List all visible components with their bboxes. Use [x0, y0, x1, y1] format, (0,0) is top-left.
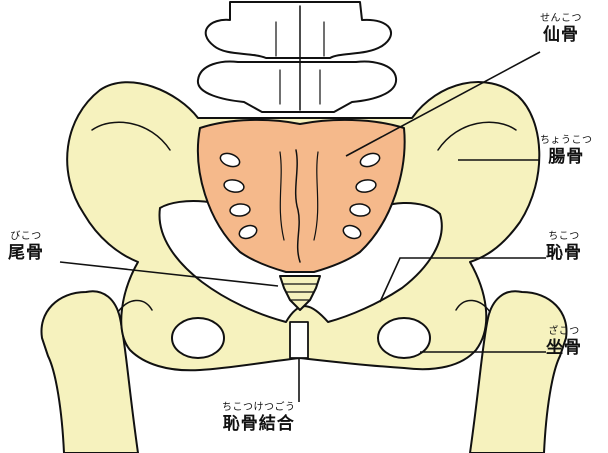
- ilium-reading: ちょうこつ: [540, 136, 593, 146]
- label-ischium: ざこつ 坐骨: [546, 327, 582, 357]
- label-sacrum: せんこつ 仙骨: [540, 14, 582, 44]
- ilium-name: 腸骨: [540, 149, 593, 166]
- ischium-reading: ざこつ: [546, 327, 582, 337]
- label-pubic-symphysis: ちこつけつごう 恥骨結合: [222, 403, 296, 433]
- left-obturator-foramen: [172, 318, 224, 358]
- pubis-name: 恥骨: [546, 245, 582, 262]
- symphysis-reading: ちこつけつごう: [222, 403, 296, 413]
- pubic-symphysis: [290, 322, 308, 358]
- coccyx-name: 尾骨: [8, 245, 44, 262]
- label-coccyx: びこつ 尾骨: [8, 232, 44, 262]
- lumbar-vertebra-lower: [198, 62, 396, 112]
- sacrum-reading: せんこつ: [540, 14, 582, 24]
- pubis-reading: ちこつ: [546, 232, 582, 242]
- lumbar-vertebra-upper: [206, 2, 391, 58]
- sacrum-name: 仙骨: [540, 27, 582, 44]
- coccyx-reading: びこつ: [8, 232, 44, 242]
- symphysis-name: 恥骨結合: [222, 416, 296, 433]
- label-pubis: ちこつ 恥骨: [546, 232, 582, 262]
- label-ilium: ちょうこつ 腸骨: [540, 136, 593, 166]
- ischium-name: 坐骨: [546, 340, 582, 357]
